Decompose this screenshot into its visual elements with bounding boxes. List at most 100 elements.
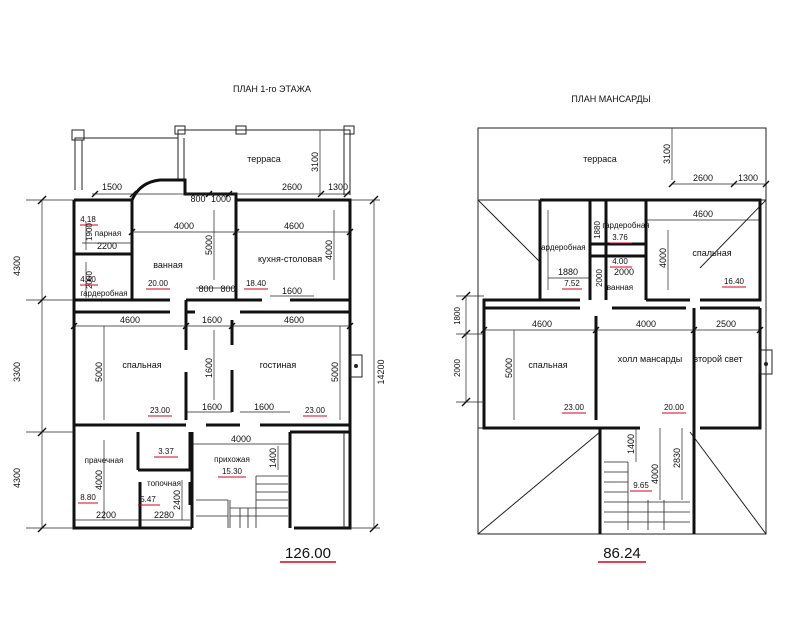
- ff-dim-left-4300-bot: 4300: [12, 468, 22, 488]
- attic-room-bedroom-tr: спальная: [692, 248, 731, 258]
- ff-area-boiler: 5.47: [140, 495, 156, 504]
- ff-dim-1900: 1900: [85, 223, 94, 241]
- attic-area-stair: 9.65: [633, 481, 649, 490]
- ff-room-living: гостиная: [260, 360, 297, 370]
- attic-chimney: [759, 349, 773, 375]
- ff-total-area: 126.00: [285, 545, 331, 562]
- ff-dim-3100: 3100: [310, 152, 320, 172]
- ff-room-sauna: парная: [95, 229, 121, 238]
- attic-dim-1800: 1800: [453, 307, 462, 325]
- ff-terrace-outline: [71, 125, 355, 195]
- ff-dim-left-3300: 3300: [12, 362, 22, 382]
- attic-roof-outline: [477, 127, 767, 535]
- ff-area-hall-small: 3.37: [158, 447, 174, 456]
- attic-dim-4000-hall: 4000: [636, 319, 656, 329]
- ff-dim-2600: 2600: [282, 182, 302, 192]
- ff-stairs: [196, 475, 288, 528]
- ff-dim-2400: 2400: [172, 490, 182, 510]
- attic-area-hall: 20.00: [664, 403, 685, 412]
- ff-dim-5000-bath: 5000: [204, 235, 214, 255]
- ff-room-boiler: топочная: [147, 479, 181, 488]
- ff-area-wardrobe: 4.40: [80, 275, 96, 284]
- ff-room-hall: прихожая: [214, 455, 250, 464]
- ff-left-dim-chain: 4300 3300 4300: [12, 195, 74, 533]
- ff-fireplace: [349, 354, 363, 378]
- attic-room-second-light: второй свет: [693, 354, 742, 364]
- ff-dim-4600-kitchen: 4600: [284, 221, 304, 231]
- attic-total-area: 86.24: [603, 545, 641, 562]
- ff-dim-1600-d: 1600: [202, 402, 222, 412]
- attic-room-wardrobe: гардеробная: [538, 243, 585, 252]
- attic-dim-1300: 1300: [738, 173, 758, 183]
- ff-room-terrace: терраса: [247, 154, 281, 164]
- attic-title: ПЛАН МАНСАРДЫ: [571, 94, 650, 104]
- attic-dim-2500: 2500: [716, 319, 736, 329]
- attic-dim-4000-st: 4000: [650, 464, 660, 484]
- ff-dim-800c: 800: [220, 284, 235, 294]
- ff-dim-4000-hall: 4000: [231, 434, 251, 444]
- ff-dim-4600-liv: 4600: [284, 315, 304, 325]
- attic-dim-2000b: 2000: [614, 267, 634, 277]
- attic-dim-4000-v: 4000: [658, 248, 668, 268]
- ff-dim-4000-kitchen: 4000: [324, 240, 334, 260]
- ff-dim-1600-c: 1600: [204, 358, 214, 378]
- attic-area-wardrobe2: 3.76: [612, 233, 628, 242]
- attic-room-hall: холл мансарды: [618, 354, 682, 364]
- ff-dim-1500: 1500: [102, 182, 122, 192]
- attic-area-wardrobe: 7.52: [564, 279, 580, 288]
- ff-dim-2280: 2280: [154, 510, 174, 520]
- ff-dim-1600-b: 1600: [202, 315, 222, 325]
- ff-dim-1300: 1300: [328, 182, 348, 192]
- ff-area-sauna: 4.18: [80, 215, 96, 224]
- attic-stairs: [604, 461, 690, 530]
- attic-dim-2000: 2000: [595, 269, 604, 287]
- ff-area-bathroom: 20.00: [148, 279, 169, 288]
- ff-area-hall: 15.30: [222, 467, 243, 476]
- ff-dim-4600-bed: 4600: [120, 315, 140, 325]
- attic-dim-4600: 4600: [693, 209, 713, 219]
- attic-dim-3100: 3100: [662, 144, 672, 164]
- ff-dim-2200-bot: 2200: [96, 510, 116, 520]
- ff-dim-4000-top: 4000: [174, 221, 194, 231]
- attic-dim-2600: 2600: [693, 173, 713, 183]
- attic-dim-5000: 5000: [504, 358, 514, 378]
- ff-dim-1600-e: 1600: [254, 402, 274, 412]
- ff-inner-dims: [70, 210, 354, 521]
- attic-area-bedroom-tr: 16.40: [724, 277, 745, 286]
- attic-dim-2000-left: 2000: [453, 359, 462, 377]
- attic-room-terrace: терраса: [583, 154, 617, 164]
- ff-room-kitchen: кухня-столовая: [258, 254, 322, 264]
- attic-room-wardrobe2: гардеробная: [602, 221, 649, 230]
- attic-dim-1880: 1880: [593, 221, 602, 239]
- attic-dim-1880b: 1880: [558, 267, 578, 277]
- ff-area-kitchen: 18.40: [246, 279, 267, 288]
- ff-dim-left-4300-top: 4300: [12, 256, 22, 276]
- ff-dim-2200-top: 2200: [97, 241, 117, 251]
- ff-right-dim: 14200: [350, 195, 386, 533]
- ff-dim-4000-laundry: 4000: [94, 470, 104, 490]
- attic-dims: 3100 2600 1300 4600 1880 1880 2000 2000 …: [453, 128, 770, 500]
- ff-dim-800: 800: [190, 194, 205, 204]
- ff-dim-5000-bed: 5000: [94, 362, 104, 382]
- first-floor-title: ПЛАН 1-го ЭТАЖА: [233, 84, 311, 94]
- ff-dim-1000: 1000: [211, 194, 231, 204]
- attic-walls: [482, 198, 762, 534]
- attic-dim-1400: 1400: [626, 434, 636, 454]
- ff-room-wardrobe: гардеробная: [80, 289, 127, 298]
- attic-area-bedroom: 23.00: [564, 403, 585, 412]
- ff-room-laundry: прачечная: [85, 456, 124, 465]
- attic-room-bedroom: спальная: [528, 360, 567, 370]
- attic-room-bath: ванная: [607, 283, 633, 292]
- ff-dim-5000-liv: 5000: [330, 362, 340, 382]
- attic-dim-4600-bed: 4600: [532, 319, 552, 329]
- ff-dim-800b: 800: [198, 284, 213, 294]
- ff-room-bathroom: ванная: [153, 260, 183, 270]
- ff-dim-1600-a: 1600: [282, 286, 302, 296]
- attic-area-bath: 4.00: [612, 257, 628, 266]
- ff-dim-2000: 2000: [85, 271, 94, 289]
- attic-plan: ПЛАН МАНСАРДЫ: [453, 94, 773, 563]
- ff-room-bedroom: спальная: [122, 360, 161, 370]
- ff-area-laundry: 8.80: [80, 493, 96, 502]
- ff-dim-1400: 1400: [268, 448, 278, 468]
